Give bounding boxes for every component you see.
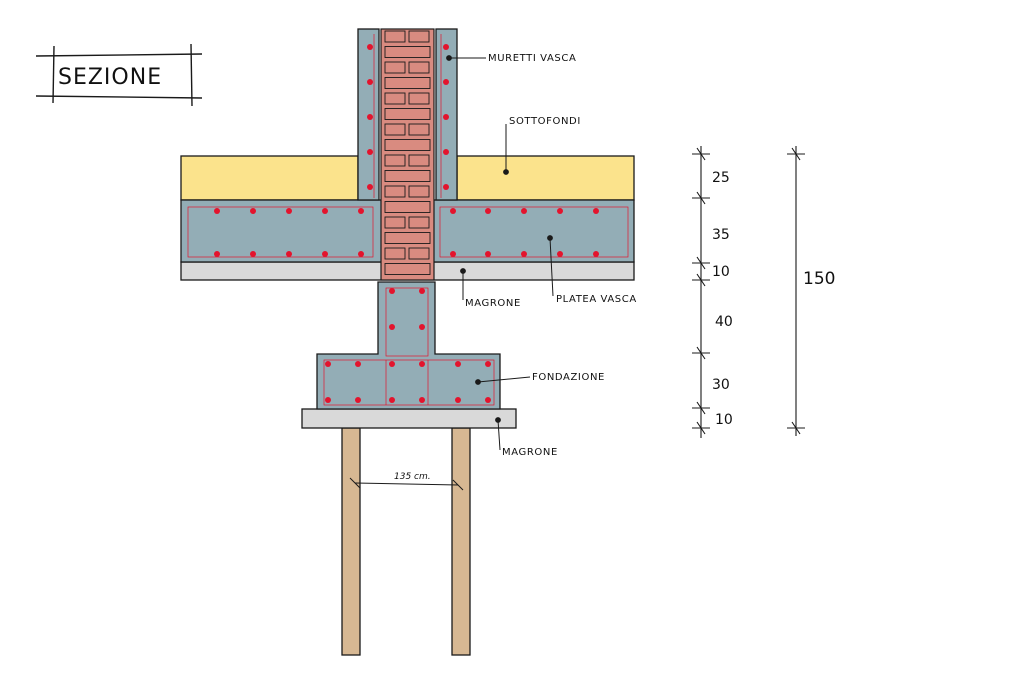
brick bbox=[408, 61, 430, 74]
dim-10-b: 10 bbox=[715, 412, 733, 428]
rebar-dot bbox=[325, 397, 331, 403]
dim-10-a: 10 bbox=[712, 264, 730, 280]
brick bbox=[384, 154, 406, 167]
rebar-dot bbox=[443, 149, 449, 155]
label-platea-vasca: PLATEA VASCA bbox=[556, 294, 637, 305]
dim-35: 35 bbox=[712, 227, 730, 243]
rebar-dot bbox=[455, 361, 461, 367]
piles bbox=[341, 427, 471, 656]
brick bbox=[384, 77, 431, 89]
brick bbox=[408, 185, 430, 198]
magrone-lower bbox=[301, 408, 517, 429]
brick bbox=[408, 154, 430, 167]
rebar-dot bbox=[358, 208, 364, 214]
rebar-dot bbox=[367, 149, 373, 155]
rebar-dot bbox=[455, 397, 461, 403]
brick bbox=[384, 247, 406, 260]
foundation bbox=[316, 281, 501, 410]
brick bbox=[408, 30, 430, 43]
rebar-dot bbox=[214, 208, 220, 214]
brick bbox=[384, 139, 431, 151]
rebar-dot bbox=[419, 361, 425, 367]
rebar-dot bbox=[419, 324, 425, 330]
rebar-dot bbox=[443, 44, 449, 50]
brick bbox=[408, 247, 430, 260]
rebar-dot bbox=[485, 397, 491, 403]
brick bbox=[384, 263, 431, 275]
muretti-vasca bbox=[357, 28, 458, 201]
rebar-dot bbox=[325, 361, 331, 367]
rebar-dot bbox=[286, 251, 292, 257]
rebar-dot bbox=[443, 184, 449, 190]
brick bbox=[384, 92, 406, 105]
brick bbox=[384, 108, 431, 120]
rebar-dot bbox=[450, 251, 456, 257]
rebar-dot bbox=[367, 79, 373, 85]
rebar-dot bbox=[389, 324, 395, 330]
page-title: SEZIONE bbox=[58, 65, 162, 90]
rebar-dot bbox=[358, 251, 364, 257]
brick bbox=[384, 123, 406, 136]
rebar-dot bbox=[443, 114, 449, 120]
label-magrone-bottom: MAGRONE bbox=[502, 447, 558, 458]
rebar-dot bbox=[250, 208, 256, 214]
label-magrone-top: MAGRONE bbox=[465, 298, 521, 309]
leaders bbox=[446, 55, 554, 451]
pile-right bbox=[451, 427, 471, 656]
rebar-dot bbox=[322, 251, 328, 257]
rebar-dot bbox=[485, 361, 491, 367]
rebar-dot bbox=[557, 251, 563, 257]
rebar-dot bbox=[367, 114, 373, 120]
rebar-dot bbox=[389, 361, 395, 367]
rebar-dot bbox=[419, 288, 425, 294]
pile-left bbox=[341, 427, 361, 656]
brick bbox=[384, 46, 431, 58]
dim-30: 30 bbox=[712, 377, 730, 393]
rebar-dot bbox=[557, 208, 563, 214]
rebar-dot bbox=[593, 208, 599, 214]
rebar-dot bbox=[485, 251, 491, 257]
pile-spacing-label: 135 cm. bbox=[394, 472, 431, 482]
brick bbox=[408, 216, 430, 229]
dimension-values: 25 35 10 40 30 10 150 bbox=[712, 170, 835, 428]
brick-wall bbox=[380, 28, 435, 281]
rebar-dot bbox=[322, 208, 328, 214]
rebar-dot bbox=[214, 251, 220, 257]
brick bbox=[384, 232, 431, 244]
dimension-chain bbox=[692, 146, 805, 438]
dim-25: 25 bbox=[712, 170, 730, 186]
dim-40: 40 bbox=[715, 314, 733, 330]
brick bbox=[384, 170, 431, 182]
label-muretti-vasca: MURETTI VASCA bbox=[488, 53, 576, 64]
rebar-dot bbox=[355, 397, 361, 403]
rebar-dot bbox=[250, 251, 256, 257]
rebar-dot bbox=[450, 208, 456, 214]
labels: MURETTI VASCA SOTTOFONDI MAGRONE PLATEA … bbox=[465, 53, 637, 458]
rebar-dot bbox=[367, 184, 373, 190]
rebar-dot bbox=[286, 208, 292, 214]
label-sottofondi: SOTTOFONDI bbox=[509, 116, 581, 127]
rebar-dot bbox=[521, 208, 527, 214]
rebar-dot bbox=[389, 288, 395, 294]
brick bbox=[384, 201, 431, 213]
brick bbox=[384, 185, 406, 198]
rebar-dot bbox=[443, 79, 449, 85]
rebar-dot bbox=[355, 361, 361, 367]
dim-150: 150 bbox=[803, 269, 835, 289]
rebar-dot bbox=[389, 397, 395, 403]
brick bbox=[384, 30, 406, 43]
brick bbox=[408, 123, 430, 136]
label-fondazione: FONDAZIONE bbox=[532, 372, 605, 383]
rebar-dot bbox=[521, 251, 527, 257]
brick bbox=[384, 216, 406, 229]
brick bbox=[384, 61, 406, 74]
title-box: SEZIONE bbox=[35, 43, 203, 107]
rebar-dot bbox=[367, 44, 373, 50]
brick bbox=[408, 92, 430, 105]
pile-spacing-dimension: 135 cm. bbox=[349, 472, 464, 491]
rebar-dot bbox=[419, 397, 425, 403]
rebar-dot bbox=[485, 208, 491, 214]
rebar-dot bbox=[593, 251, 599, 257]
